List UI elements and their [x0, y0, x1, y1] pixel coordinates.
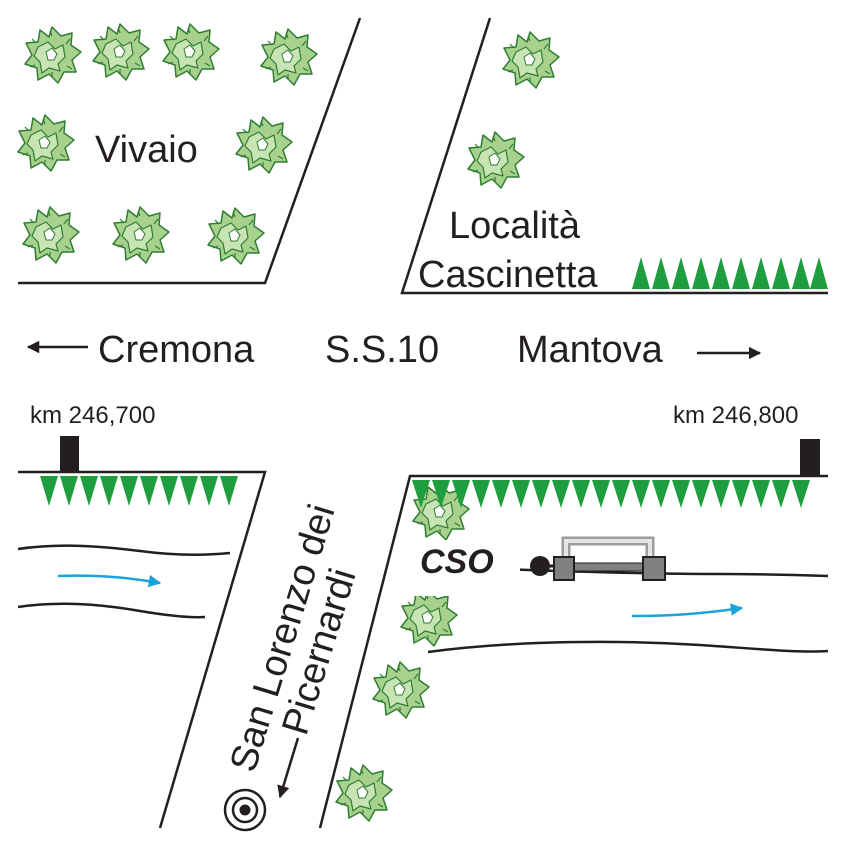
hedge-icon	[412, 480, 810, 508]
cremona-label: Cremona	[98, 329, 255, 371]
km-left-label: km 246,700	[30, 402, 155, 429]
tree-icon	[17, 114, 75, 172]
tree-icon	[24, 26, 82, 84]
cso-label: CSO	[420, 543, 494, 581]
flow-arrow-icon	[631, 603, 744, 618]
tree-icon	[162, 23, 220, 81]
vivaio-block-edge	[18, 17, 362, 285]
tree-icon	[502, 31, 560, 89]
tree-icon	[235, 116, 293, 174]
canal-bank-upper	[17, 544, 231, 556]
tree-icon	[467, 131, 525, 189]
bottom-right-block-edge	[318, 474, 828, 829]
cascinetta-block-edge	[400, 17, 828, 295]
vivaio-label: Vivaio	[95, 129, 198, 171]
tree-icon	[112, 206, 170, 264]
mantova-label: Mantova	[517, 329, 664, 371]
tree-icon	[372, 661, 430, 719]
canal-bank-lower	[17, 602, 206, 619]
direction-arrow-icon	[277, 737, 300, 799]
tree-icon	[260, 28, 318, 86]
tree-icon	[22, 206, 80, 264]
km-right-label: km 246,800	[673, 402, 798, 429]
hedge-icon	[632, 257, 828, 289]
localita-label: Località	[449, 205, 581, 247]
tree-icon	[400, 589, 458, 647]
km-post-icon	[800, 439, 820, 475]
bottom-left-block-edge	[18, 470, 267, 829]
tree-icon	[92, 23, 150, 81]
cso-outfall-icon	[415, 536, 666, 596]
hedge-icon	[40, 476, 238, 506]
location-target-icon	[223, 788, 267, 832]
km-post-icon	[60, 436, 79, 472]
cascinetta-label: Cascinetta	[418, 254, 598, 296]
flow-arrow-icon	[57, 574, 162, 588]
road-name: S.S.10	[325, 329, 439, 371]
tree-icon	[207, 207, 265, 265]
canal-bank-lower	[427, 640, 829, 654]
tree-icon	[335, 764, 393, 822]
